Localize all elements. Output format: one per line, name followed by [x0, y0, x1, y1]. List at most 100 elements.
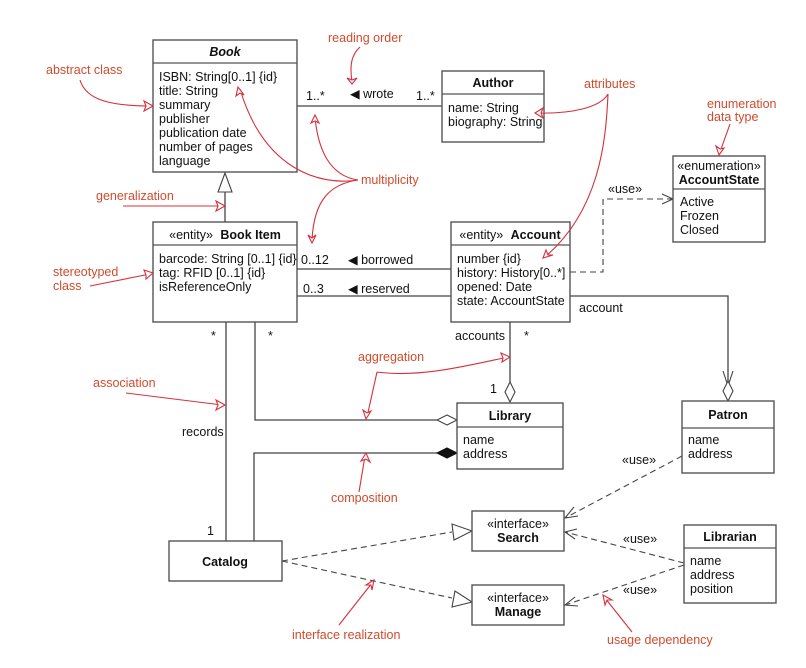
multiplicity-label: 0..3 [303, 282, 324, 296]
interface-manage[interactable]: «interface» Manage [471, 584, 565, 626]
dependency-arrowhead [563, 528, 578, 540]
class-library[interactable]: Library name address [456, 402, 564, 470]
annotation-pointer [719, 123, 731, 153]
enum-literal: Closed [680, 223, 719, 237]
class-attribute: isReferenceOnly [159, 280, 252, 294]
composition-diamond [435, 447, 459, 459]
stereotype: «entity» [459, 228, 503, 242]
class-header: «entity» Book Item [169, 226, 281, 243]
association-name: ◀ borrowed [348, 253, 413, 267]
class-attribute: title: String [159, 84, 218, 98]
annotation-arrowhead [142, 99, 155, 113]
aggregation-diamond [722, 379, 734, 403]
association-account-patron [570, 295, 729, 386]
class-header: «entity» Account [459, 226, 561, 243]
annotation-stereotyped-2: class [53, 279, 81, 293]
class-account[interactable]: «entity» Account number {id} history: Hi… [450, 221, 571, 323]
class-librarian[interactable]: Librarian name address position [683, 524, 777, 604]
annotation-pointer [376, 356, 509, 375]
role-label: account [579, 301, 623, 315]
class-attribute: number {id} [457, 252, 521, 266]
class-name: AccountState [679, 173, 760, 187]
annotation-pointer [358, 455, 366, 493]
interface-name: Manage [495, 605, 542, 619]
class-name: Library [489, 409, 531, 423]
realization-arrowhead [451, 523, 474, 541]
interface-search[interactable]: «interface» Search [471, 510, 565, 552]
annotation-arrowhead [214, 199, 227, 213]
stereotype: «interface» [487, 591, 549, 605]
class-account-state[interactable]: «enumeration» AccountState Active Frozen… [672, 155, 766, 243]
stereotype: «entity» [169, 228, 213, 242]
multiplicity-label: * [524, 329, 529, 343]
class-attribute: position [690, 582, 733, 596]
class-book-item[interactable]: «entity» Book Item barcode: String [0..1… [152, 221, 298, 323]
annotation-arrowhead [542, 248, 554, 259]
generalization-arrowhead [217, 171, 233, 193]
annotation-arrowhead [364, 578, 375, 591]
class-name: Patron [708, 408, 748, 422]
stereotype: «enumeration» [677, 159, 760, 173]
annotation-association: association [93, 376, 156, 390]
annotation-arrowhead [499, 351, 512, 364]
class-attribute: number of pages [159, 140, 253, 154]
association-name: ◀ reserved [348, 282, 410, 296]
multiplicity-label: * [211, 329, 216, 343]
association-name: ◀ wrote [350, 87, 394, 101]
dependency-arrowhead [563, 506, 579, 519]
annotation-composition: composition [331, 491, 398, 505]
stereotype-label: «use» [623, 583, 657, 597]
class-attribute: history: History[0..*] [457, 266, 565, 280]
usage-dependency-librarian-manage [564, 564, 685, 606]
class-attribute: name [690, 554, 721, 568]
dependency-arrowhead [563, 596, 579, 607]
stereotype-label: «use» [623, 532, 657, 546]
annotation-enumeration: enumeration [707, 97, 777, 111]
class-attribute: publisher [159, 112, 210, 126]
annotation-pointer [125, 392, 223, 406]
class-attribute: tag: RFID [0..1] {id} [159, 266, 265, 280]
class-attribute: biography: String [448, 115, 543, 129]
class-attribute: name [463, 433, 494, 447]
annotation-arrowhead [359, 451, 372, 464]
enum-literal: Frozen [680, 209, 719, 223]
usage-dependency-patron-search [564, 455, 683, 519]
annotation-generalization: generalization [96, 189, 174, 203]
annotation-pointer [79, 79, 153, 107]
class-attribute: name: String [448, 101, 519, 115]
class-name: Book [209, 45, 241, 59]
class-name: Book Item [220, 228, 280, 242]
class-attribute: summary [159, 98, 211, 112]
annotation-enumeration-2: data type [707, 110, 758, 124]
annotation-pointer [604, 597, 633, 633]
class-catalog[interactable]: Catalog [168, 540, 283, 582]
annotation-arrowhead [307, 234, 317, 245]
class-name: Catalog [202, 555, 248, 569]
annotation-arrowhead [602, 593, 615, 607]
annotation-reading-order: reading order [328, 31, 402, 45]
class-attribute: opened: Date [457, 280, 532, 294]
multiplicity-label: * [268, 329, 273, 343]
annotation-usage-dependency: usage dependency [607, 633, 713, 647]
realization-arrowhead [451, 590, 474, 608]
annotation-pointer [314, 116, 359, 181]
annotation-multiplicity: multiplicity [361, 173, 419, 187]
class-author[interactable]: Author name: String biography: String [441, 70, 545, 143]
multiplicity-label: 1 [207, 524, 214, 538]
class-attribute: ISBN: String[0..1] {id} [159, 70, 277, 84]
annotation-arrowhead [143, 269, 155, 281]
annotation-attributes: attributes [584, 77, 635, 91]
interface-realization-search [281, 531, 453, 562]
annotation-arrowhead [361, 408, 373, 421]
enum-literal: Active [680, 195, 714, 209]
interface-name: Search [497, 531, 539, 545]
class-attribute: barcode: String [0..1] {id} [159, 252, 297, 266]
annotation-arrowhead [235, 85, 245, 98]
multiplicity-label: 1 [490, 382, 497, 396]
annotation-pointer [311, 179, 359, 241]
class-attribute: name [688, 433, 719, 447]
annotation-stereotyped: stereotyped [53, 265, 118, 279]
annotation-abstract-class: abstract class [46, 63, 122, 77]
class-patron[interactable]: Patron name address [681, 400, 775, 474]
